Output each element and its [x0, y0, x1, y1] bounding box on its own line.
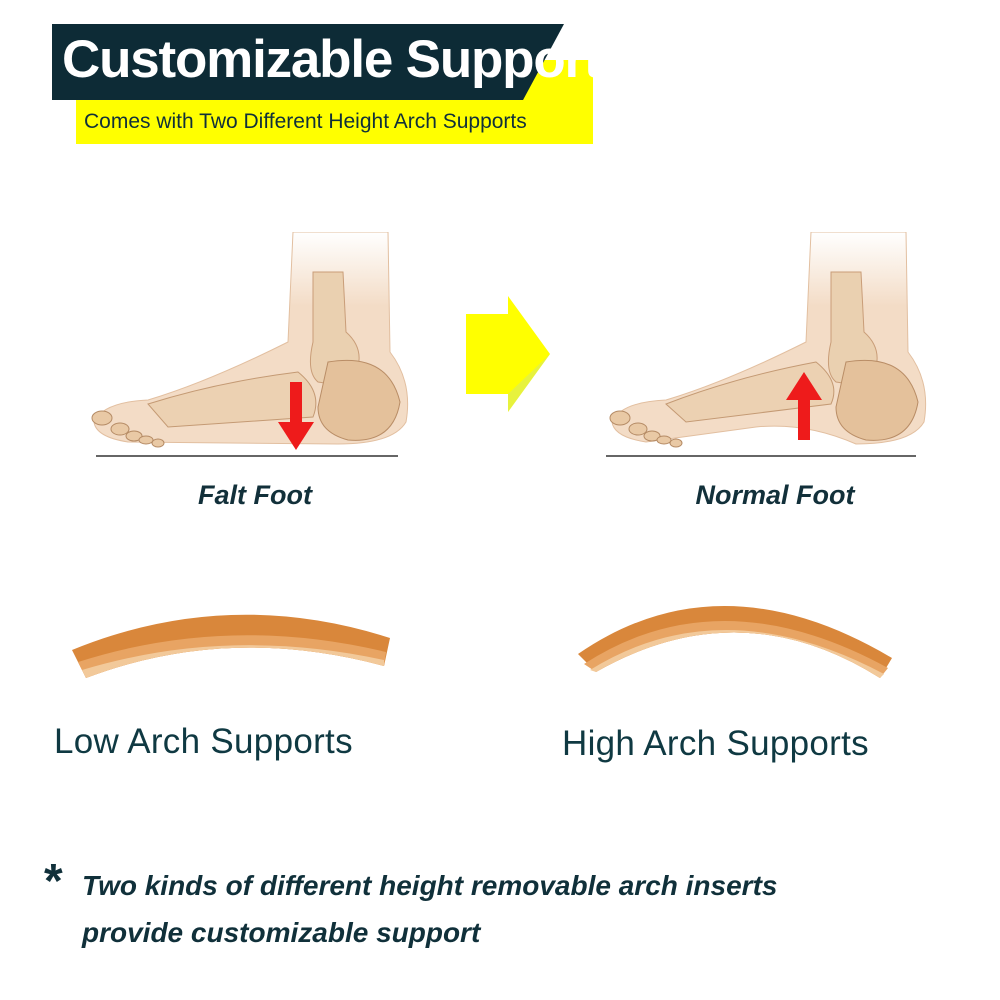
right-arrow-icon — [466, 296, 550, 412]
high-arch-label: High Arch Supports — [562, 724, 869, 763]
note-asterisk: * — [44, 855, 63, 908]
note-line-2: provide customizable support — [82, 917, 481, 948]
header-dark-band — [52, 24, 564, 100]
page-title: Customizable Support — [62, 30, 602, 89]
flat-foot-illustration — [91, 232, 409, 457]
flat-foot-caption: Falt Foot — [198, 480, 312, 510]
page-subtitle: Comes with Two Different Height Arch Sup… — [84, 110, 527, 133]
up-arrow-icon — [786, 372, 822, 440]
normal-foot-caption: Normal Foot — [695, 480, 855, 510]
low-arch-label: Low Arch Supports — [54, 722, 353, 761]
high-arch-insert — [578, 605, 892, 678]
normal-foot-illustration — [606, 232, 927, 457]
note-line-1: Two kinds of different height removable … — [82, 870, 778, 901]
down-arrow-icon — [278, 382, 314, 450]
low-arch-insert — [72, 614, 390, 678]
